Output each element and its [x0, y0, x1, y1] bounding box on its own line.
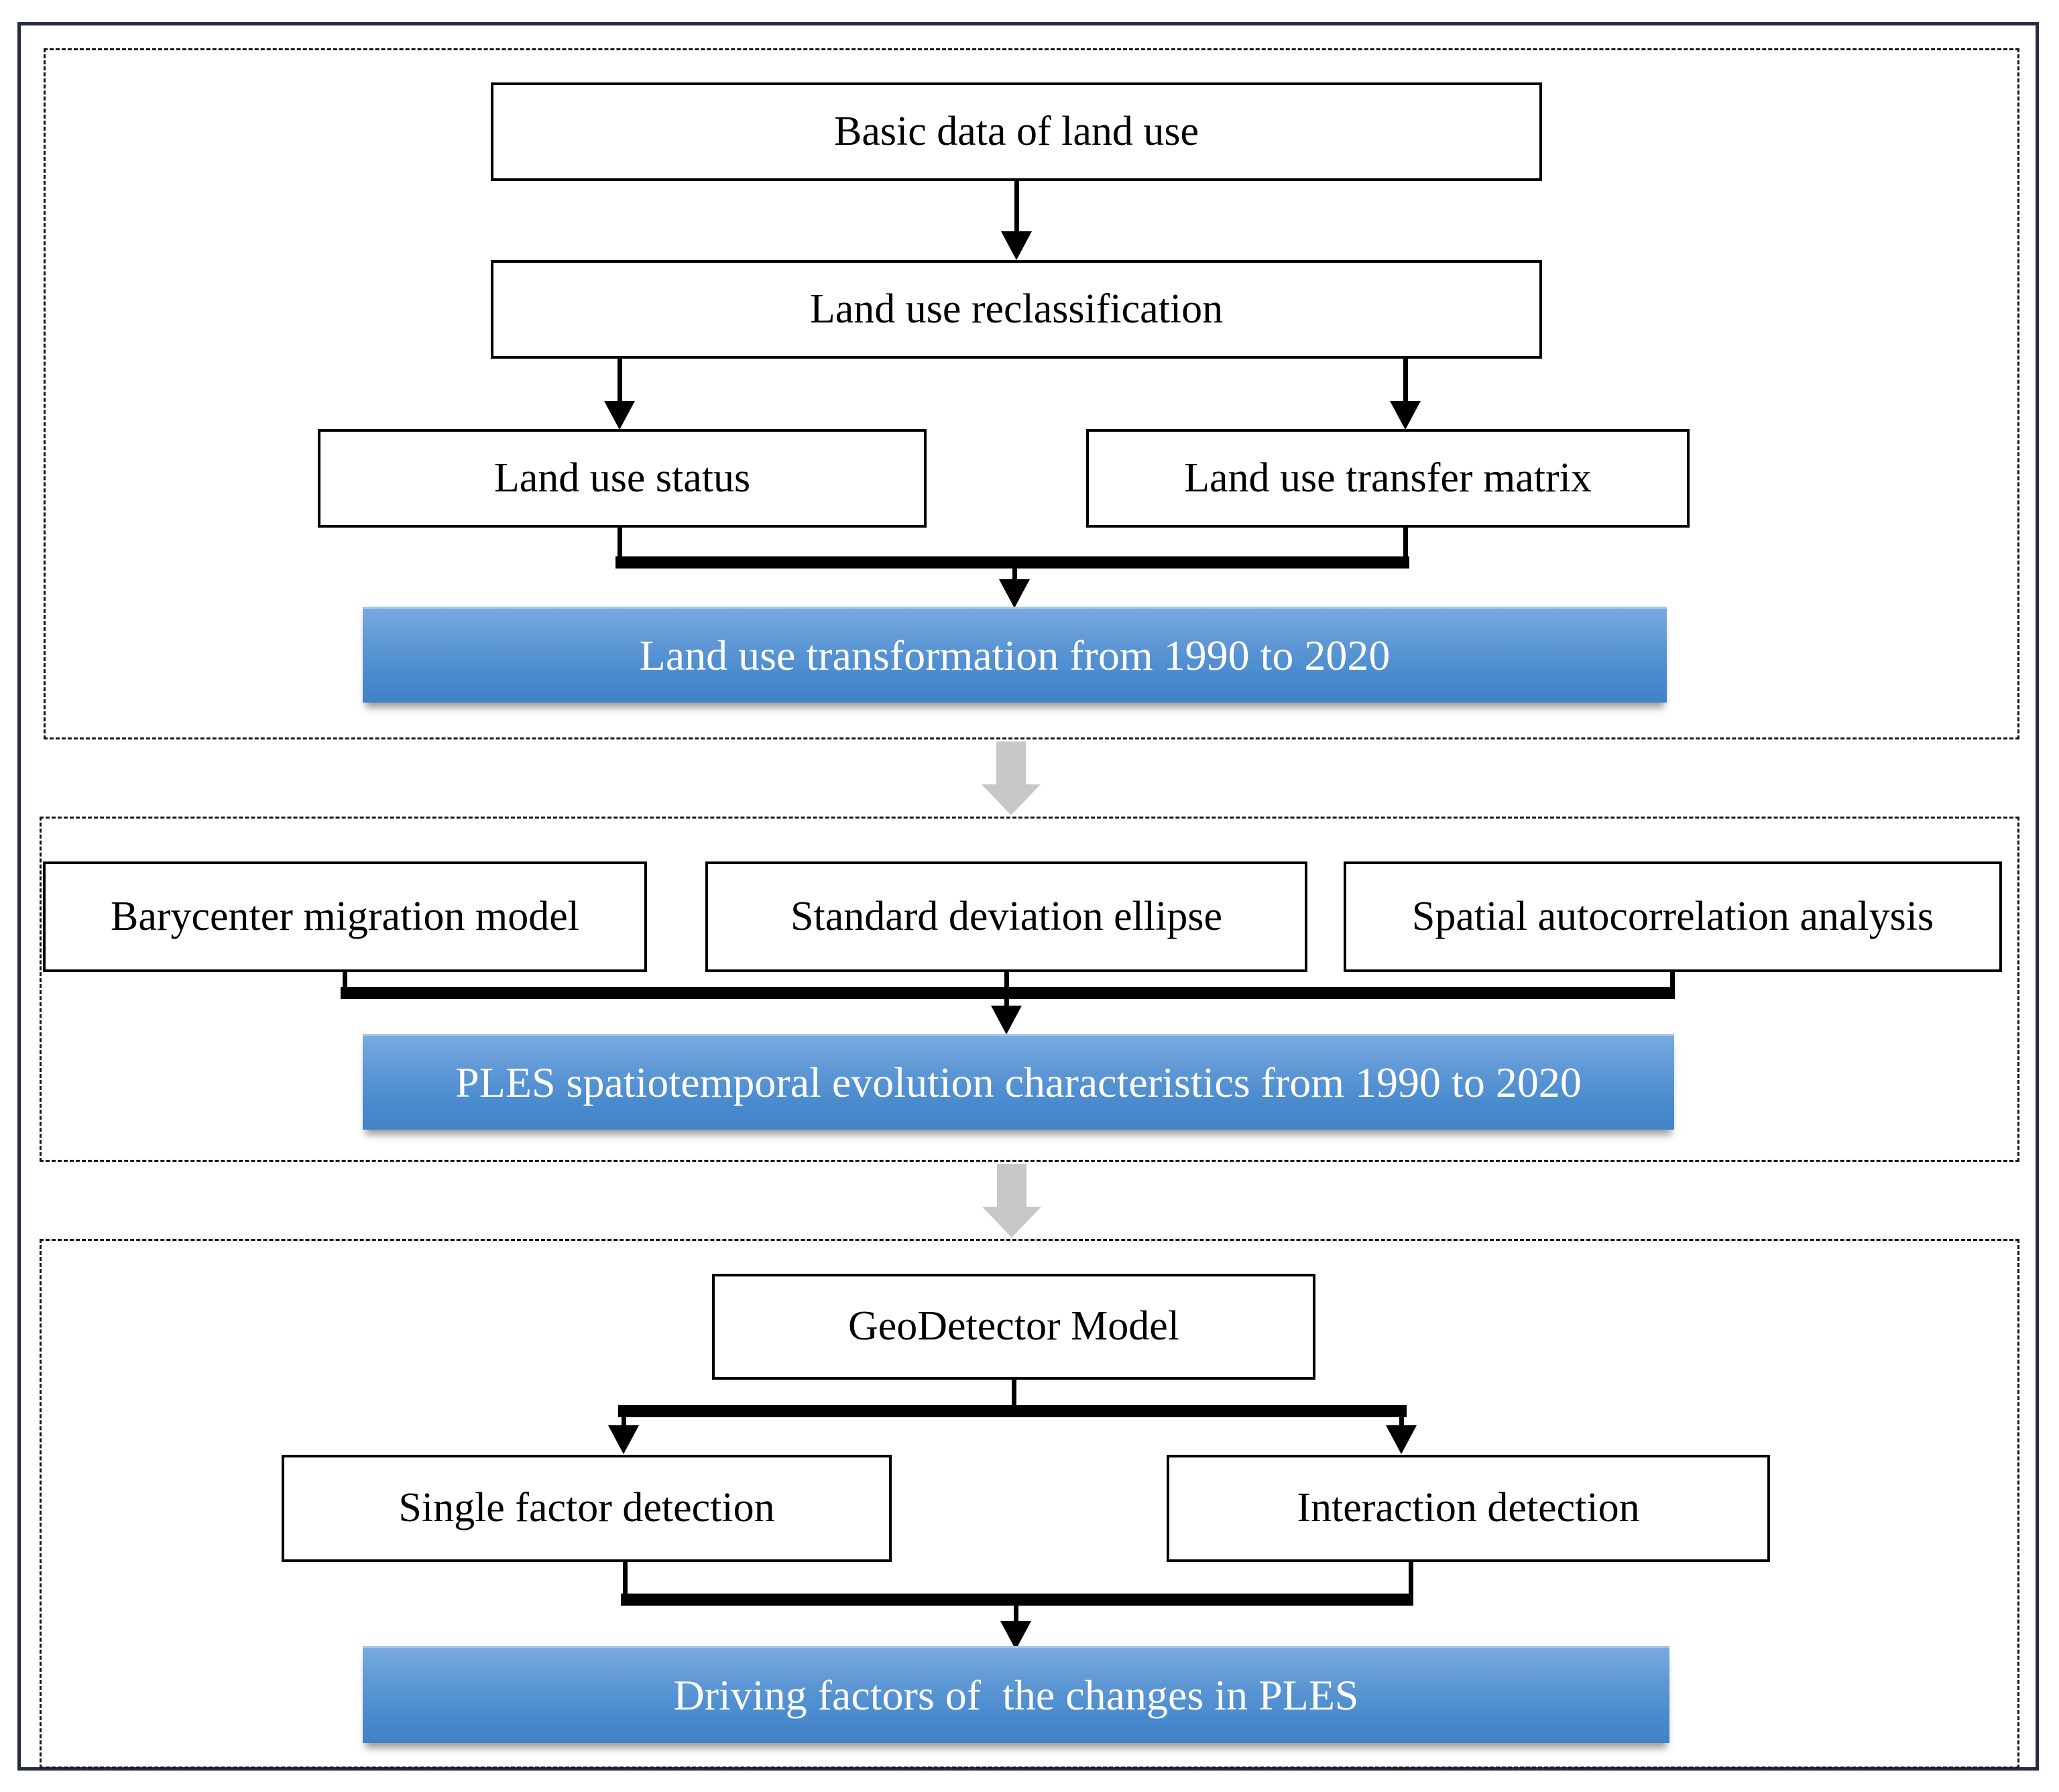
arrow-split-left-head-icon: [604, 401, 635, 430]
merge3-left-stem: [623, 1562, 628, 1606]
section1-zone: [44, 48, 2019, 739]
merge2-left-stem: [343, 972, 347, 999]
result-banner-landuse: Land use transformation from 1990 to 202…: [363, 607, 1667, 703]
box-landuse-status-label: Land use status: [493, 455, 751, 501]
box-std-ellipse: Standard deviation ellipse: [705, 861, 1307, 972]
gray-arrow-2-head-icon: [982, 1207, 1041, 1238]
split2-left-stem: [622, 1408, 626, 1428]
result-banner-ples-label: PLES spatiotemporal evolution characteri…: [455, 1059, 1582, 1107]
box-std-ellipse-label: Standard deviation ellipse: [790, 893, 1222, 939]
section2-zone: [40, 817, 2019, 1162]
box-single-factor: Single factor detection: [282, 1455, 892, 1562]
arrow-split-left-stem: [617, 359, 622, 404]
gray-arrow-2-stem: [997, 1164, 1026, 1208]
merge1-head-icon: [999, 579, 1030, 608]
merge3-head-icon: [1000, 1621, 1031, 1650]
section3-zone: [40, 1239, 2019, 1769]
gray-arrow-1-stem: [996, 741, 1026, 786]
result-banner-landuse-label: Land use transformation from 1990 to 202…: [639, 632, 1391, 680]
box-spatial-autocorr-label: Spatial autocorrelation analysis: [1411, 893, 1934, 939]
box-geodetector-label: GeoDetector Model: [847, 1303, 1180, 1350]
merge1-bar: [615, 556, 1409, 569]
merge3-center-stem: [1014, 1606, 1018, 1626]
box-basic-data-label: Basic data of land use: [833, 108, 1199, 154]
result-banner-driving-factors-label: Driving factors of the changes in PLES: [673, 1671, 1359, 1720]
merge2-right-stem: [1670, 972, 1675, 999]
arrow-basicdata-to-reclass-head-icon: [1001, 231, 1032, 260]
split2-right-stem: [1399, 1408, 1404, 1428]
result-banner-driving-factors: Driving factors of the changes in PLES: [363, 1646, 1669, 1743]
box-reclassification-label: Land use reclassification: [809, 286, 1224, 332]
split2-left-head-icon: [608, 1425, 639, 1454]
merge2-center-stem: [1004, 972, 1009, 1009]
merge2-head-icon: [991, 1006, 1022, 1034]
result-banner-ples: PLES spatiotemporal evolution characteri…: [363, 1034, 1674, 1130]
split2-bar: [618, 1405, 1407, 1417]
box-single-factor-label: Single factor detection: [398, 1485, 775, 1531]
box-spatial-autocorr: Spatial autocorrelation analysis: [1344, 861, 2002, 972]
box-reclassification: Land use reclassification: [491, 260, 1542, 359]
box-barycenter-label: Barycenter migration model: [111, 893, 579, 939]
box-interaction: Interaction detection: [1167, 1455, 1770, 1562]
split2-center-stem: [1012, 1380, 1016, 1411]
split2-right-head-icon: [1386, 1425, 1417, 1454]
box-barycenter: Barycenter migration model: [43, 861, 647, 972]
arrow-split-right-stem: [1403, 359, 1408, 404]
gray-arrow-1-head-icon: [982, 784, 1041, 815]
arrow-basicdata-to-reclass-stem: [1014, 181, 1019, 233]
merge3-bar: [621, 1594, 1413, 1606]
box-basic-data: Basic data of land use: [491, 82, 1542, 181]
outer-frame: [17, 22, 2039, 1771]
merge1-right-stem: [1403, 528, 1408, 564]
box-interaction-label: Interaction detection: [1297, 1485, 1640, 1531]
box-transfer-matrix: Land use transfer matrix: [1086, 429, 1690, 528]
merge1-left-stem: [617, 528, 622, 564]
merge3-right-stem: [1409, 1562, 1413, 1606]
box-geodetector: GeoDetector Model: [712, 1274, 1315, 1380]
box-transfer-matrix-label: Land use transfer matrix: [1184, 455, 1592, 501]
arrow-split-right-head-icon: [1390, 401, 1421, 430]
box-landuse-status: Land use status: [318, 429, 927, 528]
